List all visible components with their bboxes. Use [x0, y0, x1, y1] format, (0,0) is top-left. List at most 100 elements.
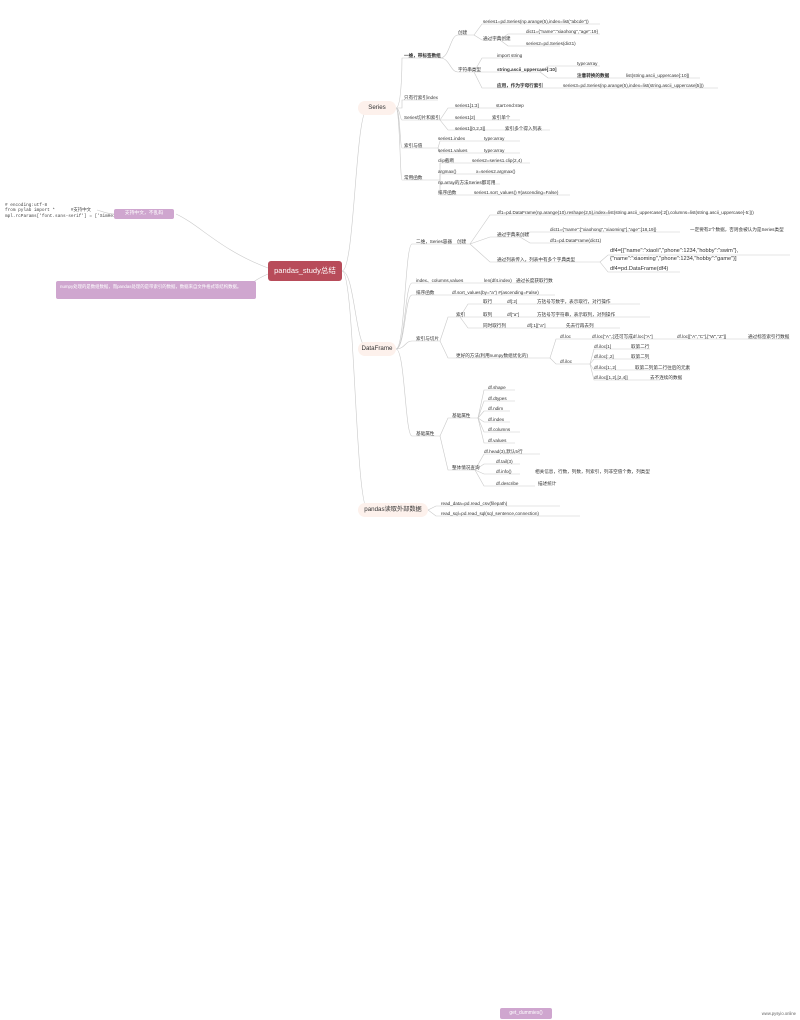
- df-shape[interactable]: df.shape: [488, 385, 506, 390]
- df-iloc[interactable]: df.iloc: [560, 359, 573, 364]
- df-df1[interactable]: df1=pd.DataFrame(np.arange(10).reshape(2…: [497, 210, 754, 215]
- df-dict1-note[interactable]: 一定要有2个数据，否则会被认为是Series类型: [690, 227, 784, 232]
- df-loc-code-2[interactable]: df.loc[["A","C"],["W","Z"]]: [677, 334, 727, 339]
- df-describe-note[interactable]: 描述统计: [538, 481, 557, 486]
- series-s3[interactable]: series3=pd.Series(np.arange(5),index=lis…: [563, 83, 704, 88]
- df-loc[interactable]: df.loc: [560, 334, 571, 339]
- series-sort-code[interactable]: series1.sort_values() #(ascending=False): [474, 190, 559, 195]
- df-len-index[interactable]: len(df4.index): [484, 278, 512, 283]
- df-loc-code[interactable]: df.loc["A",:]还可写成df.loc["A"]: [592, 334, 653, 339]
- df-take-col-note[interactable]: 方括号写字符串，表示取列，对列操作: [537, 312, 616, 317]
- df-basic-attrs[interactable]: 基础属性: [452, 413, 471, 418]
- df-head[interactable]: df.head(3),默认5行: [484, 449, 523, 454]
- df-iloc-2-note[interactable]: 取第二列: [631, 354, 650, 359]
- series-clip[interactable]: clip截断: [438, 158, 455, 163]
- df-take-row-note[interactable]: 方括号写数字，表示取行，对行操作: [537, 299, 611, 304]
- df-iloc-1-note[interactable]: 取第二行: [631, 344, 650, 349]
- df-take-row[interactable]: 取行: [483, 299, 493, 304]
- df-index-attr[interactable]: df.index: [488, 417, 505, 422]
- series-sort[interactable]: 排序函数: [438, 190, 457, 195]
- df-df4[interactable]: df4=[{"name":"xiaoli","phone":1234,"hobb…: [610, 248, 739, 262]
- df-create[interactable]: 创建: [457, 239, 467, 244]
- series-note-convert[interactable]: 注意转换的数据: [577, 73, 610, 78]
- df-values[interactable]: df.values: [488, 438, 507, 443]
- df-describe[interactable]: df.describe: [496, 481, 519, 486]
- df-by-dict[interactable]: 通过字典来创建: [497, 232, 530, 237]
- series-index[interactable]: series1.index: [438, 136, 466, 141]
- series-s1[interactable]: series1=pd.Series(np.arange(5),index=lis…: [483, 19, 589, 24]
- series-ascii[interactable]: string.ascii_uppercase[:10]: [497, 67, 557, 72]
- df-len-index-note[interactable]: 通过长度获取行数: [516, 278, 553, 283]
- df-iloc-3-note[interactable]: 取第二列第二行往后的元素: [635, 365, 691, 370]
- series-dict1[interactable]: dict1={"name":"xiaohong","age":19}: [526, 29, 598, 34]
- branch-dataframe[interactable]: DataFrame: [358, 342, 396, 356]
- series-index-only[interactable]: 只有行索引index: [404, 95, 438, 100]
- watermark: www.pysyio.online: [761, 1011, 796, 1016]
- df-basic[interactable]: 基础属性: [416, 431, 435, 436]
- series-values-type[interactable]: type:array: [484, 148, 505, 153]
- df-dtypes[interactable]: df.dtypes: [488, 396, 507, 401]
- df-ndim[interactable]: df.ndim: [488, 406, 504, 411]
- df-sort-code[interactable]: df.sort_values(by="a") #(ascending=False…: [452, 290, 539, 295]
- series-string-type[interactable]: 字符串类型: [458, 67, 481, 72]
- df-better-method[interactable]: 更好的方法(利用numpy数组优化的): [456, 353, 528, 358]
- series-argmax-code[interactable]: x=series2.argmax(): [476, 169, 516, 174]
- series-slice-3[interactable]: series1[[0,2,3]]: [455, 126, 486, 131]
- df-info[interactable]: df.info(): [496, 469, 512, 474]
- series-slice[interactable]: Series切片和索引: [404, 115, 440, 120]
- numpy-pandas-summary-box[interactable]: numpy处理的是数组数据，而pandas处理的是带索引的数据，数据来自文件格式…: [56, 281, 256, 299]
- branch-io[interactable]: pandas读取外部数据: [358, 503, 428, 517]
- root-topic[interactable]: pandas_study总结: [268, 261, 342, 281]
- df-overview[interactable]: 整体情况查询: [452, 465, 480, 470]
- series-slice-2-note[interactable]: 索引单个: [492, 115, 511, 120]
- df-df2[interactable]: df1=pd.DataFrame(dict1): [550, 238, 602, 243]
- df-take-row-code[interactable]: df[:2]: [507, 299, 518, 304]
- df-tail[interactable]: df.tail(3): [496, 459, 513, 464]
- df-index-cols[interactable]: index、columns,values: [416, 278, 464, 283]
- df-2d[interactable]: 二维，Series容器: [416, 239, 452, 244]
- series-slice-1-note[interactable]: start:end:step: [496, 103, 524, 108]
- series-1d[interactable]: 一维，带标签数组: [404, 53, 441, 58]
- io-read-csv[interactable]: read_data=pd.read_csv(filepath): [441, 501, 508, 506]
- series-index-values[interactable]: 索引与值: [404, 143, 423, 148]
- series-list-ascii[interactable]: list(string.ascii_uppercase[:10]): [626, 73, 690, 78]
- df-take-both[interactable]: 同时取行列: [483, 323, 506, 328]
- df-columns[interactable]: df.columns: [488, 427, 511, 432]
- df-take-col-code[interactable]: df["a"]: [507, 312, 520, 317]
- df-take-both-note[interactable]: 先去行再去列: [566, 323, 594, 328]
- df-iloc-1[interactable]: df.iloc[1]: [594, 344, 612, 349]
- chinese-support-tag[interactable]: 支持中文，不乱码: [114, 209, 174, 219]
- get-dummies-button[interactable]: get_dummies(): [500, 1008, 552, 1019]
- series-argmax[interactable]: argmax(): [438, 169, 457, 174]
- df-dict1[interactable]: dict1={"name":["xiaohong","xiaoming"],"a…: [550, 227, 657, 232]
- series-create[interactable]: 创建: [458, 30, 468, 35]
- io-read-sql[interactable]: read_sql=pd.read_sql(sql_sentence,connec…: [441, 511, 539, 516]
- df-take-col[interactable]: 取列: [483, 312, 493, 317]
- df-take-both-code[interactable]: df[:1]["a"]: [527, 323, 546, 328]
- series-slice-1[interactable]: series1[1:3]: [455, 103, 479, 108]
- df-iloc-4-note[interactable]: 去不连续的数据: [650, 375, 683, 380]
- df-df4-frame[interactable]: df4=pd.DataFrame(df4): [610, 266, 669, 272]
- series-typename[interactable]: type:array: [577, 61, 598, 66]
- series-clip-code[interactable]: series2=series1.clip(2,4): [472, 158, 522, 163]
- series-values[interactable]: series1.values: [438, 148, 468, 153]
- df-index-slice[interactable]: 索引与切片: [416, 336, 439, 341]
- df-by-list[interactable]: 通过列表传入，列表中有多个字典类型: [497, 257, 576, 262]
- branch-series[interactable]: Series: [358, 101, 396, 115]
- series-by-dict[interactable]: 通过字典创建: [483, 36, 511, 41]
- df-iloc-2[interactable]: df.iloc[:,2]: [594, 354, 614, 359]
- df-info-note[interactable]: 相关信息，行数，列数，列索引，列非空值个数，列类型: [535, 469, 650, 474]
- series-index-type[interactable]: type:array: [484, 136, 505, 141]
- series-s2[interactable]: series2=pd.Series(dict1): [526, 41, 576, 46]
- series-import-string[interactable]: import string: [497, 53, 523, 58]
- series-apply[interactable]: 应用，作为字母行索引: [497, 83, 543, 88]
- df-sort[interactable]: 排序函数: [416, 290, 435, 295]
- df-loc-note[interactable]: 通过标签索引行数据: [748, 334, 790, 339]
- df-iloc-4[interactable]: df.iloc[[1,2],[2,4]]: [594, 375, 628, 380]
- df-iloc-3[interactable]: df.iloc[1:,2]: [594, 365, 617, 370]
- df-index[interactable]: 索引: [456, 312, 466, 317]
- series-slice-3-note[interactable]: 索引多个得入列表: [505, 126, 542, 131]
- series-np-methods[interactable]: np.array的方法Series都可用: [438, 180, 496, 185]
- series-common-funcs[interactable]: 常用函数: [404, 175, 423, 180]
- series-slice-2[interactable]: series1[2]: [455, 115, 475, 120]
